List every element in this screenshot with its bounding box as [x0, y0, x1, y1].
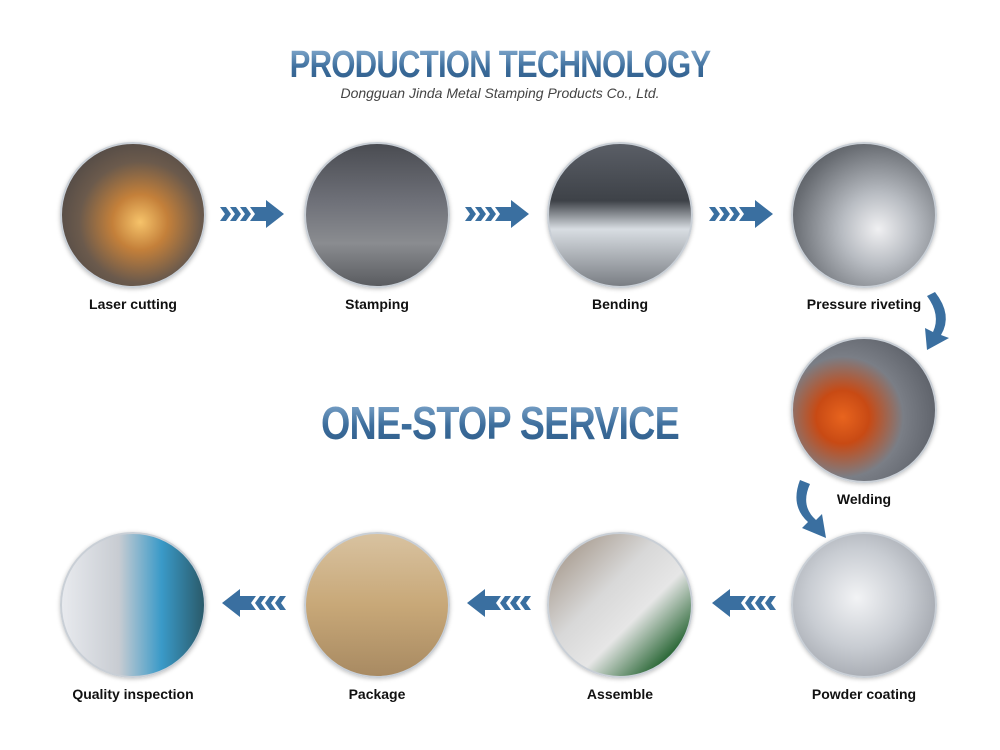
package-photo [304, 532, 450, 678]
step-pressure-riveting: Pressure riveting [784, 142, 944, 312]
page-title: PRODUCTION TECHNOLOGY [90, 44, 910, 87]
arrow-left-icon [220, 589, 286, 617]
laser-cutting-photo [60, 142, 206, 288]
arrow-left-icon [465, 589, 531, 617]
stamping-photo [304, 142, 450, 288]
step-laser-cutting: Laser cutting [53, 142, 213, 312]
arrow-left-icon [710, 589, 776, 617]
step-powder-coating: Powder coating [784, 532, 944, 702]
step-label: Bending [592, 296, 648, 312]
step-label: Assemble [586, 686, 654, 702]
step-label: Package [348, 686, 406, 702]
welding-photo [791, 337, 937, 483]
step-label: Powder coating [811, 686, 917, 702]
step-stamping: Stamping [297, 142, 457, 312]
step-welding: Welding [784, 337, 944, 507]
step-bending: Bending [540, 142, 700, 312]
powder-coating-photo [791, 532, 937, 678]
arrow-right-icon [220, 200, 286, 228]
assemble-photo [547, 532, 693, 678]
step-assemble: Assemble [540, 532, 700, 702]
arrow-right-icon [465, 200, 531, 228]
step-package: Package [297, 532, 457, 702]
step-label: Laser cutting [89, 296, 177, 312]
pressure-riveting-photo [791, 142, 937, 288]
section-title: ONE-STOP SERVICE [90, 396, 910, 450]
step-label: Quality inspection [72, 686, 194, 702]
company-subtitle: Dongguan Jinda Metal Stamping Products C… [340, 85, 660, 101]
step-quality-inspection: Quality inspection [53, 532, 213, 702]
curved-arrow-down-icon [796, 480, 826, 538]
arrow-right-icon [709, 200, 775, 228]
bending-photo [547, 142, 693, 288]
step-label: Pressure riveting [806, 296, 922, 312]
step-label: Welding [836, 491, 892, 507]
quality-inspection-photo [60, 532, 206, 678]
step-label: Stamping [345, 296, 409, 312]
curved-arrow-down-icon [925, 292, 949, 350]
